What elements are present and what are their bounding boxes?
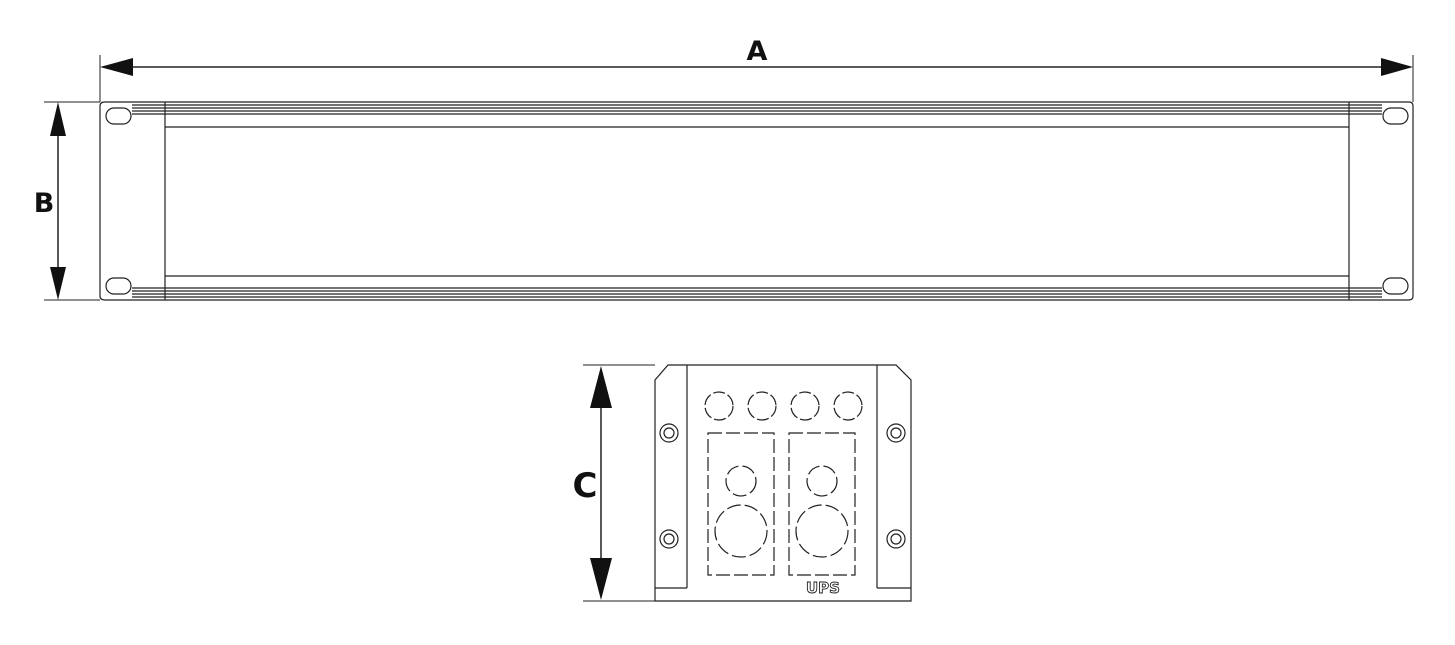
dimension-b-arrow-top (50, 102, 66, 136)
left-knockout-panel (707, 432, 775, 576)
front-panel (99, 101, 1414, 301)
dimension-a (99, 55, 1414, 102)
mounting-slot-bottom-left (105, 277, 132, 295)
screw-bottom-right (886, 529, 906, 549)
dimension-a-arrow-right (1381, 58, 1413, 76)
dimension-b-arrow-bottom (50, 267, 66, 300)
dimension-c-arrow-bottom (590, 558, 612, 600)
right-large-knockout (795, 504, 849, 558)
dimension-c (583, 364, 655, 602)
dimension-c-arrow-top (590, 366, 612, 408)
knockout-2 (747, 391, 777, 421)
knockout-4 (833, 391, 863, 421)
dimension-c-label: C (573, 466, 598, 506)
screw-bottom-left (659, 529, 679, 549)
top-knockouts (704, 391, 863, 421)
right-small-knockout (806, 465, 838, 497)
right-knockout-panel (788, 432, 856, 576)
right-knockout-frame (788, 432, 856, 576)
end-view (654, 364, 912, 602)
left-small-knockout (725, 465, 757, 497)
left-large-knockout (714, 504, 768, 558)
knockout-3 (790, 391, 820, 421)
mounting-slot-top-left (105, 107, 132, 125)
panel-outline (99, 101, 1414, 301)
top-rail (132, 104, 1382, 128)
dimension-a-arrow-left (100, 58, 133, 76)
dimension-b (44, 101, 100, 301)
end-view-outline (654, 364, 912, 602)
mounting-slot-bottom-right (1382, 277, 1409, 295)
dimension-b-label: B (34, 188, 55, 219)
screw-top-left (659, 423, 679, 443)
ups-label: UPS (806, 579, 840, 597)
bottom-rail (132, 275, 1382, 298)
knockout-1 (704, 391, 734, 421)
screw-top-right (886, 423, 906, 443)
dimension-a-label: A (747, 36, 768, 67)
left-knockout-frame (707, 432, 775, 576)
mounting-slot-top-right (1382, 107, 1409, 125)
